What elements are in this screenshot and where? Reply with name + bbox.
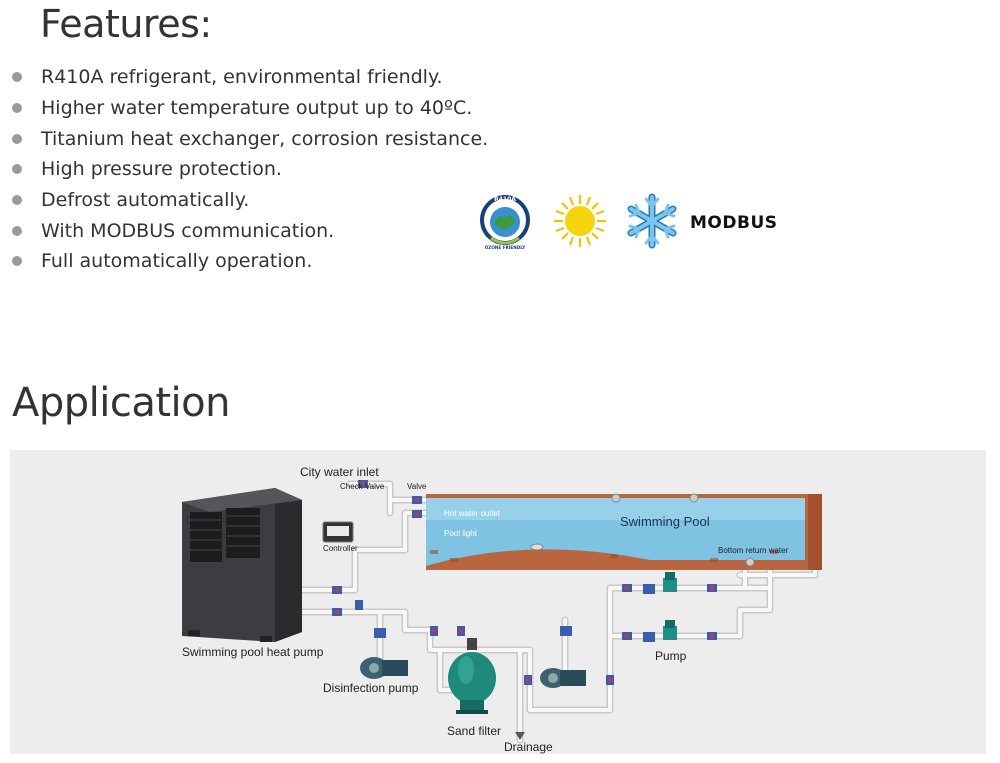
drainage-icon	[515, 732, 525, 740]
heat-pump-label: Swimming pool heat pump	[182, 645, 324, 659]
list-item: R410A refrigerant, environmental friendl…	[10, 62, 488, 93]
feature-text: Higher water temperature output up to 40…	[41, 97, 473, 120]
heat-pump-unit	[182, 488, 302, 642]
swimming-pool-label: Swimming Pool	[620, 514, 710, 529]
snowflake-icon	[627, 193, 677, 249]
list-item: Higher water temperature output up to 40…	[10, 93, 488, 124]
application-title: Application	[12, 380, 231, 426]
valve-label: Valve	[407, 482, 427, 491]
feature-text: Defrost automatically.	[41, 189, 250, 212]
feature-text: R410A refrigerant, environmental friendl…	[41, 66, 443, 89]
feature-text: Full automatically operation.	[41, 250, 313, 273]
valves	[332, 480, 717, 685]
city-water-inlet-label: City water inlet	[300, 465, 379, 479]
circulation-pumps	[663, 572, 677, 640]
list-item: Full automatically operation.	[10, 246, 488, 277]
list-item: With MODBUS communication.	[10, 215, 488, 246]
feature-badges: R410A OZONE FRIENDLY	[480, 193, 778, 250]
r410a-ozone-icon: R410A OZONE FRIENDLY	[480, 195, 530, 250]
bullet-icon	[12, 133, 22, 144]
ozone-friendly-label: OZONE FRIENDLY	[485, 245, 526, 250]
list-item: Titanium heat exchanger, corrosion resis…	[10, 123, 488, 154]
swimming-pool	[426, 493, 822, 570]
feature-text: High pressure protection.	[41, 158, 282, 181]
disinfection-pump-icon	[360, 657, 408, 679]
bullet-icon	[12, 72, 22, 83]
hot-water-outlet-label: Hot water outlet	[444, 509, 501, 518]
sand-filter-label: Sand filter	[447, 724, 501, 738]
application-diagram: City water inlet Check Valve Valve Contr…	[10, 450, 986, 754]
bullet-icon	[12, 225, 22, 236]
disinfection-pump-label: Disinfection pump	[323, 681, 419, 695]
pool-light-label: Pool light	[444, 529, 478, 538]
list-item: High pressure protection.	[10, 154, 488, 185]
bullet-icon	[12, 103, 22, 114]
sun-icon	[554, 195, 606, 247]
r410a-label: R410A	[494, 196, 516, 203]
bottom-return-water-label: Bottom return water	[718, 546, 789, 555]
controller-label: Controller	[323, 544, 358, 553]
features-list: R410A refrigerant, environmental friendl…	[10, 62, 488, 277]
sand-filter-icon	[448, 638, 496, 714]
feature-text: Titanium heat exchanger, corrosion resis…	[41, 127, 489, 150]
bullet-icon	[12, 256, 22, 267]
bullet-icon	[12, 164, 22, 175]
filter-pump-icon	[540, 668, 586, 688]
bullet-icon	[12, 195, 22, 206]
list-item: Defrost automatically.	[10, 185, 488, 216]
pump-label: Pump	[655, 649, 687, 663]
drainage-label: Drainage	[504, 740, 553, 754]
controller-icon	[322, 521, 354, 543]
feature-text: With MODBUS communication.	[41, 219, 335, 242]
features-title: Features:	[40, 2, 212, 46]
check-valve-label: Check Valve	[340, 482, 385, 491]
modbus-label: MODBUS	[690, 213, 778, 233]
